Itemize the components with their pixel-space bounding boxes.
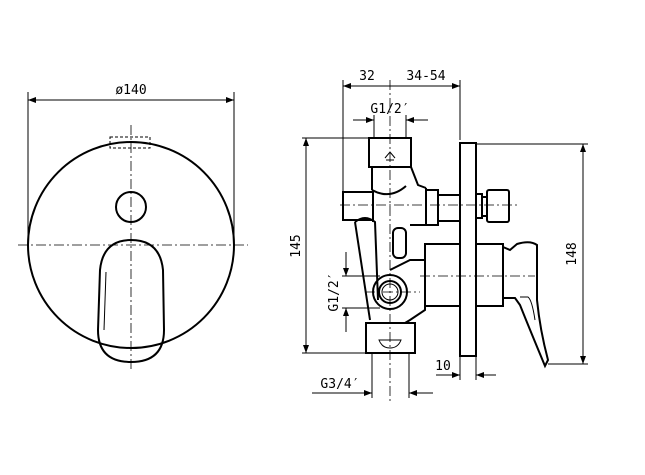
cartridge-housing: [424, 243, 461, 307]
handle-edge: [103, 271, 107, 331]
top-outlet: [368, 137, 412, 168]
side-view: 32 34-54 G1/2′ 145 148 G1/2′ 10: [289, 69, 588, 402]
spout-icon: [378, 339, 402, 349]
body-slot: [392, 227, 407, 259]
mixer-handle: [96, 238, 166, 364]
lever-edge: [520, 296, 536, 321]
side-inlet-label: G1/2′: [327, 272, 342, 311]
plate-thickness-label: 10: [435, 359, 451, 374]
lever-hub: [475, 243, 504, 307]
body-arm-left: [354, 221, 371, 321]
mixer-lever: [502, 241, 550, 369]
front-view: ø140: [18, 83, 248, 372]
side-inlet-inner: [378, 280, 402, 304]
bottom-outlet: [365, 322, 416, 354]
valve-body-top: [371, 166, 427, 190]
cover-plate: [27, 141, 235, 349]
side-inlet-outer: [372, 274, 408, 310]
body-height-label: 145: [289, 234, 304, 257]
diameter-label: ø140: [115, 83, 146, 98]
body-arm: [354, 217, 379, 301]
depth-label-a: 32: [359, 69, 375, 84]
plate-height-label: 148: [565, 242, 580, 265]
depth-label-b: 34-54: [406, 69, 445, 84]
diverter-stem: [476, 193, 488, 219]
nut: [425, 189, 439, 226]
shower-icon: [384, 151, 396, 161]
cover-plate-section: [459, 142, 477, 357]
side-inlet-thread: [381, 283, 399, 301]
top-outlet-label: G1/2′: [370, 102, 409, 117]
bottom-outlet-label: G3/4′: [320, 377, 359, 392]
hidden-diverter-outline: [109, 136, 151, 149]
left-stub: [342, 191, 374, 221]
valve-body-curve: [371, 185, 407, 196]
diverter-knob: [486, 189, 510, 223]
diverter-knob: [115, 191, 147, 223]
